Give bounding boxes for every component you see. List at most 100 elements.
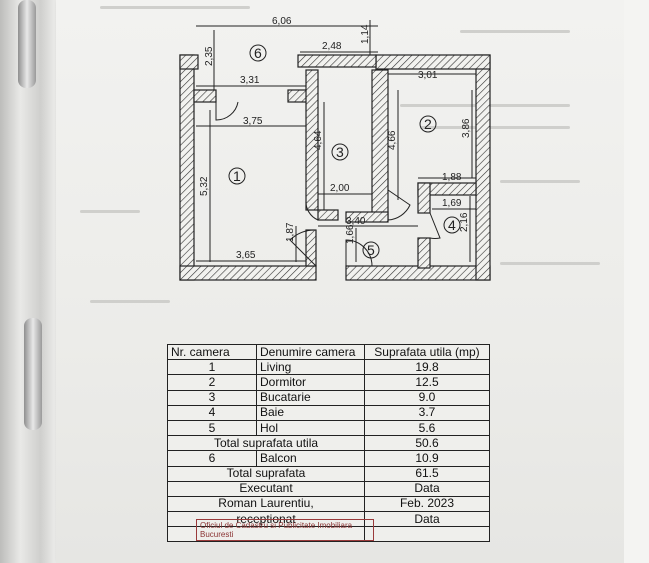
cell-name: Bucatarie: [256, 389, 365, 406]
dim-label-kitchen-height2: 4,66: [387, 130, 398, 150]
room-marker: [228, 167, 246, 185]
cell-area: 5.6: [364, 419, 490, 437]
door-swing-bath: [429, 212, 441, 240]
dim-label-bath-height: 2,16: [459, 212, 470, 232]
wall-top-right: [375, 54, 491, 70]
room-number-2: 2: [424, 116, 432, 132]
total-utila-value: 50.6: [364, 435, 490, 452]
dim-label-bath-top: 1,88: [442, 172, 462, 183]
wall-bottom-left: [179, 265, 317, 281]
faint-text-line: [500, 262, 600, 265]
faint-text-line: [500, 180, 580, 183]
blank-row: [167, 526, 490, 543]
dim-label-living-height: 5,32: [199, 176, 210, 196]
room-number-3: 3: [336, 144, 344, 160]
dim-label-kitchen-height: 4,64: [313, 130, 324, 150]
dim-label-living-top: 3,31: [240, 75, 260, 86]
door-swing-bedroom: [387, 189, 411, 221]
cell-nr: 3: [167, 389, 257, 406]
wall-balcony-rail: [297, 54, 377, 68]
table-header-row: Nr. camera Denumire camera Suprafata uti…: [167, 343, 490, 361]
wall-left: [179, 54, 195, 281]
adjacent-page: [624, 0, 649, 563]
balcon-name: Balcon: [256, 450, 365, 467]
table-row: 1 Living 19.8: [167, 359, 490, 376]
dim-label-top-total: 6,06: [272, 16, 292, 27]
cell-nr: 4: [167, 404, 257, 421]
dim-label-hall-width: 3,40: [346, 216, 366, 227]
dim-label-bath-width: 1,69: [442, 198, 462, 209]
header-area: Suprafata utila (mp): [364, 343, 490, 361]
dim-label-living-bottom: 3,65: [236, 250, 256, 261]
cell-area: 3.7: [364, 404, 490, 421]
room-number-6: 6: [254, 45, 262, 61]
room-marker: [443, 216, 461, 234]
room-marker: [249, 44, 267, 62]
table-row: 2 Dormitor 12.5: [167, 374, 490, 391]
total-value: 61.5: [364, 465, 490, 482]
wall-right: [475, 54, 491, 281]
dim-label-top-right: 1,14: [360, 24, 371, 44]
door-swing-entrance: [289, 229, 317, 267]
cell-name: Baie: [256, 404, 365, 421]
total-row: Total suprafata 61.5: [167, 465, 490, 482]
executant-date: Feb. 2023: [364, 495, 490, 513]
room-marker: [331, 143, 349, 161]
reception-data-label: Data: [364, 511, 490, 528]
wall-living-top: [193, 89, 217, 103]
executant-name: Roman Laurentiu,: [167, 495, 365, 513]
cell-area: 12.5: [364, 374, 490, 391]
total-label: Total suprafata: [167, 465, 365, 482]
door-swing-kitchen: [305, 199, 319, 221]
dim-label-kitchen-width: 2,00: [330, 183, 350, 194]
room-number-1: 1: [233, 168, 241, 184]
wall-hall-top-left: [317, 209, 339, 221]
dim-label-living-lower: 1,87: [285, 222, 296, 242]
cell-nr: 5: [167, 419, 257, 437]
dim-label-balcony-width: 2,48: [322, 41, 342, 52]
faint-text-line: [100, 6, 250, 9]
room-number-4: 4: [448, 217, 456, 233]
wall-kitchen-bedroom: [371, 69, 389, 221]
cell-nr: 1: [167, 359, 257, 376]
blank-cell: [364, 526, 490, 543]
data-label: Data: [364, 480, 490, 497]
stamp-text: Oficiul de Cadastru si Publicitate Imobi…: [200, 521, 353, 539]
wall-top-left: [179, 54, 199, 70]
total-utila-row: Total suprafata utila 50.6: [167, 435, 490, 452]
executant-label: Executant: [167, 480, 365, 497]
faint-text-line: [90, 300, 170, 303]
total-utila-label: Total suprafata utila: [167, 435, 365, 452]
binder-background: [0, 0, 58, 563]
cell-name: Living: [256, 359, 365, 376]
cadastre-stamp: Oficiul de Cadastru si Publicitate Imobi…: [196, 519, 374, 541]
wall-living-kitchen: [305, 69, 319, 211]
balcon-row: 6 Balcon 10.9: [167, 450, 490, 467]
cell-area: 9.0: [364, 389, 490, 406]
binder-clip-top: [18, 0, 36, 88]
dim-label-living-width: 3,75: [243, 116, 263, 127]
dim-label-bedroom-width: 3,01: [418, 70, 438, 81]
wall-bath-left: [417, 182, 431, 214]
wall-bath-left-b: [417, 237, 431, 269]
header-nr: Nr. camera: [167, 343, 257, 361]
table-row: 4 Baie 3.7: [167, 404, 490, 421]
balcon-value: 10.9: [364, 450, 490, 467]
faint-text-line: [80, 210, 140, 213]
binder-clip-bottom: [24, 318, 42, 430]
cell-name: Dormitor: [256, 374, 365, 391]
balcon-nr: 6: [167, 450, 257, 467]
wall-hall-top: [345, 211, 389, 223]
door-swing-hall: [345, 239, 373, 267]
cell-area: 19.8: [364, 359, 490, 376]
cell-name: Hol: [256, 419, 365, 437]
cell-nr: 2: [167, 374, 257, 391]
door-swing-living: [215, 101, 239, 121]
room-number-5: 5: [367, 242, 375, 258]
dim-label-left-balcony: 2,35: [204, 46, 215, 66]
area-table: Nr. camera Denumire camera Suprafata uti…: [167, 343, 490, 543]
executant-row: Roman Laurentiu, Feb. 2023: [167, 495, 490, 513]
room-marker: [362, 241, 380, 259]
header-name: Denumire camera: [256, 343, 365, 361]
